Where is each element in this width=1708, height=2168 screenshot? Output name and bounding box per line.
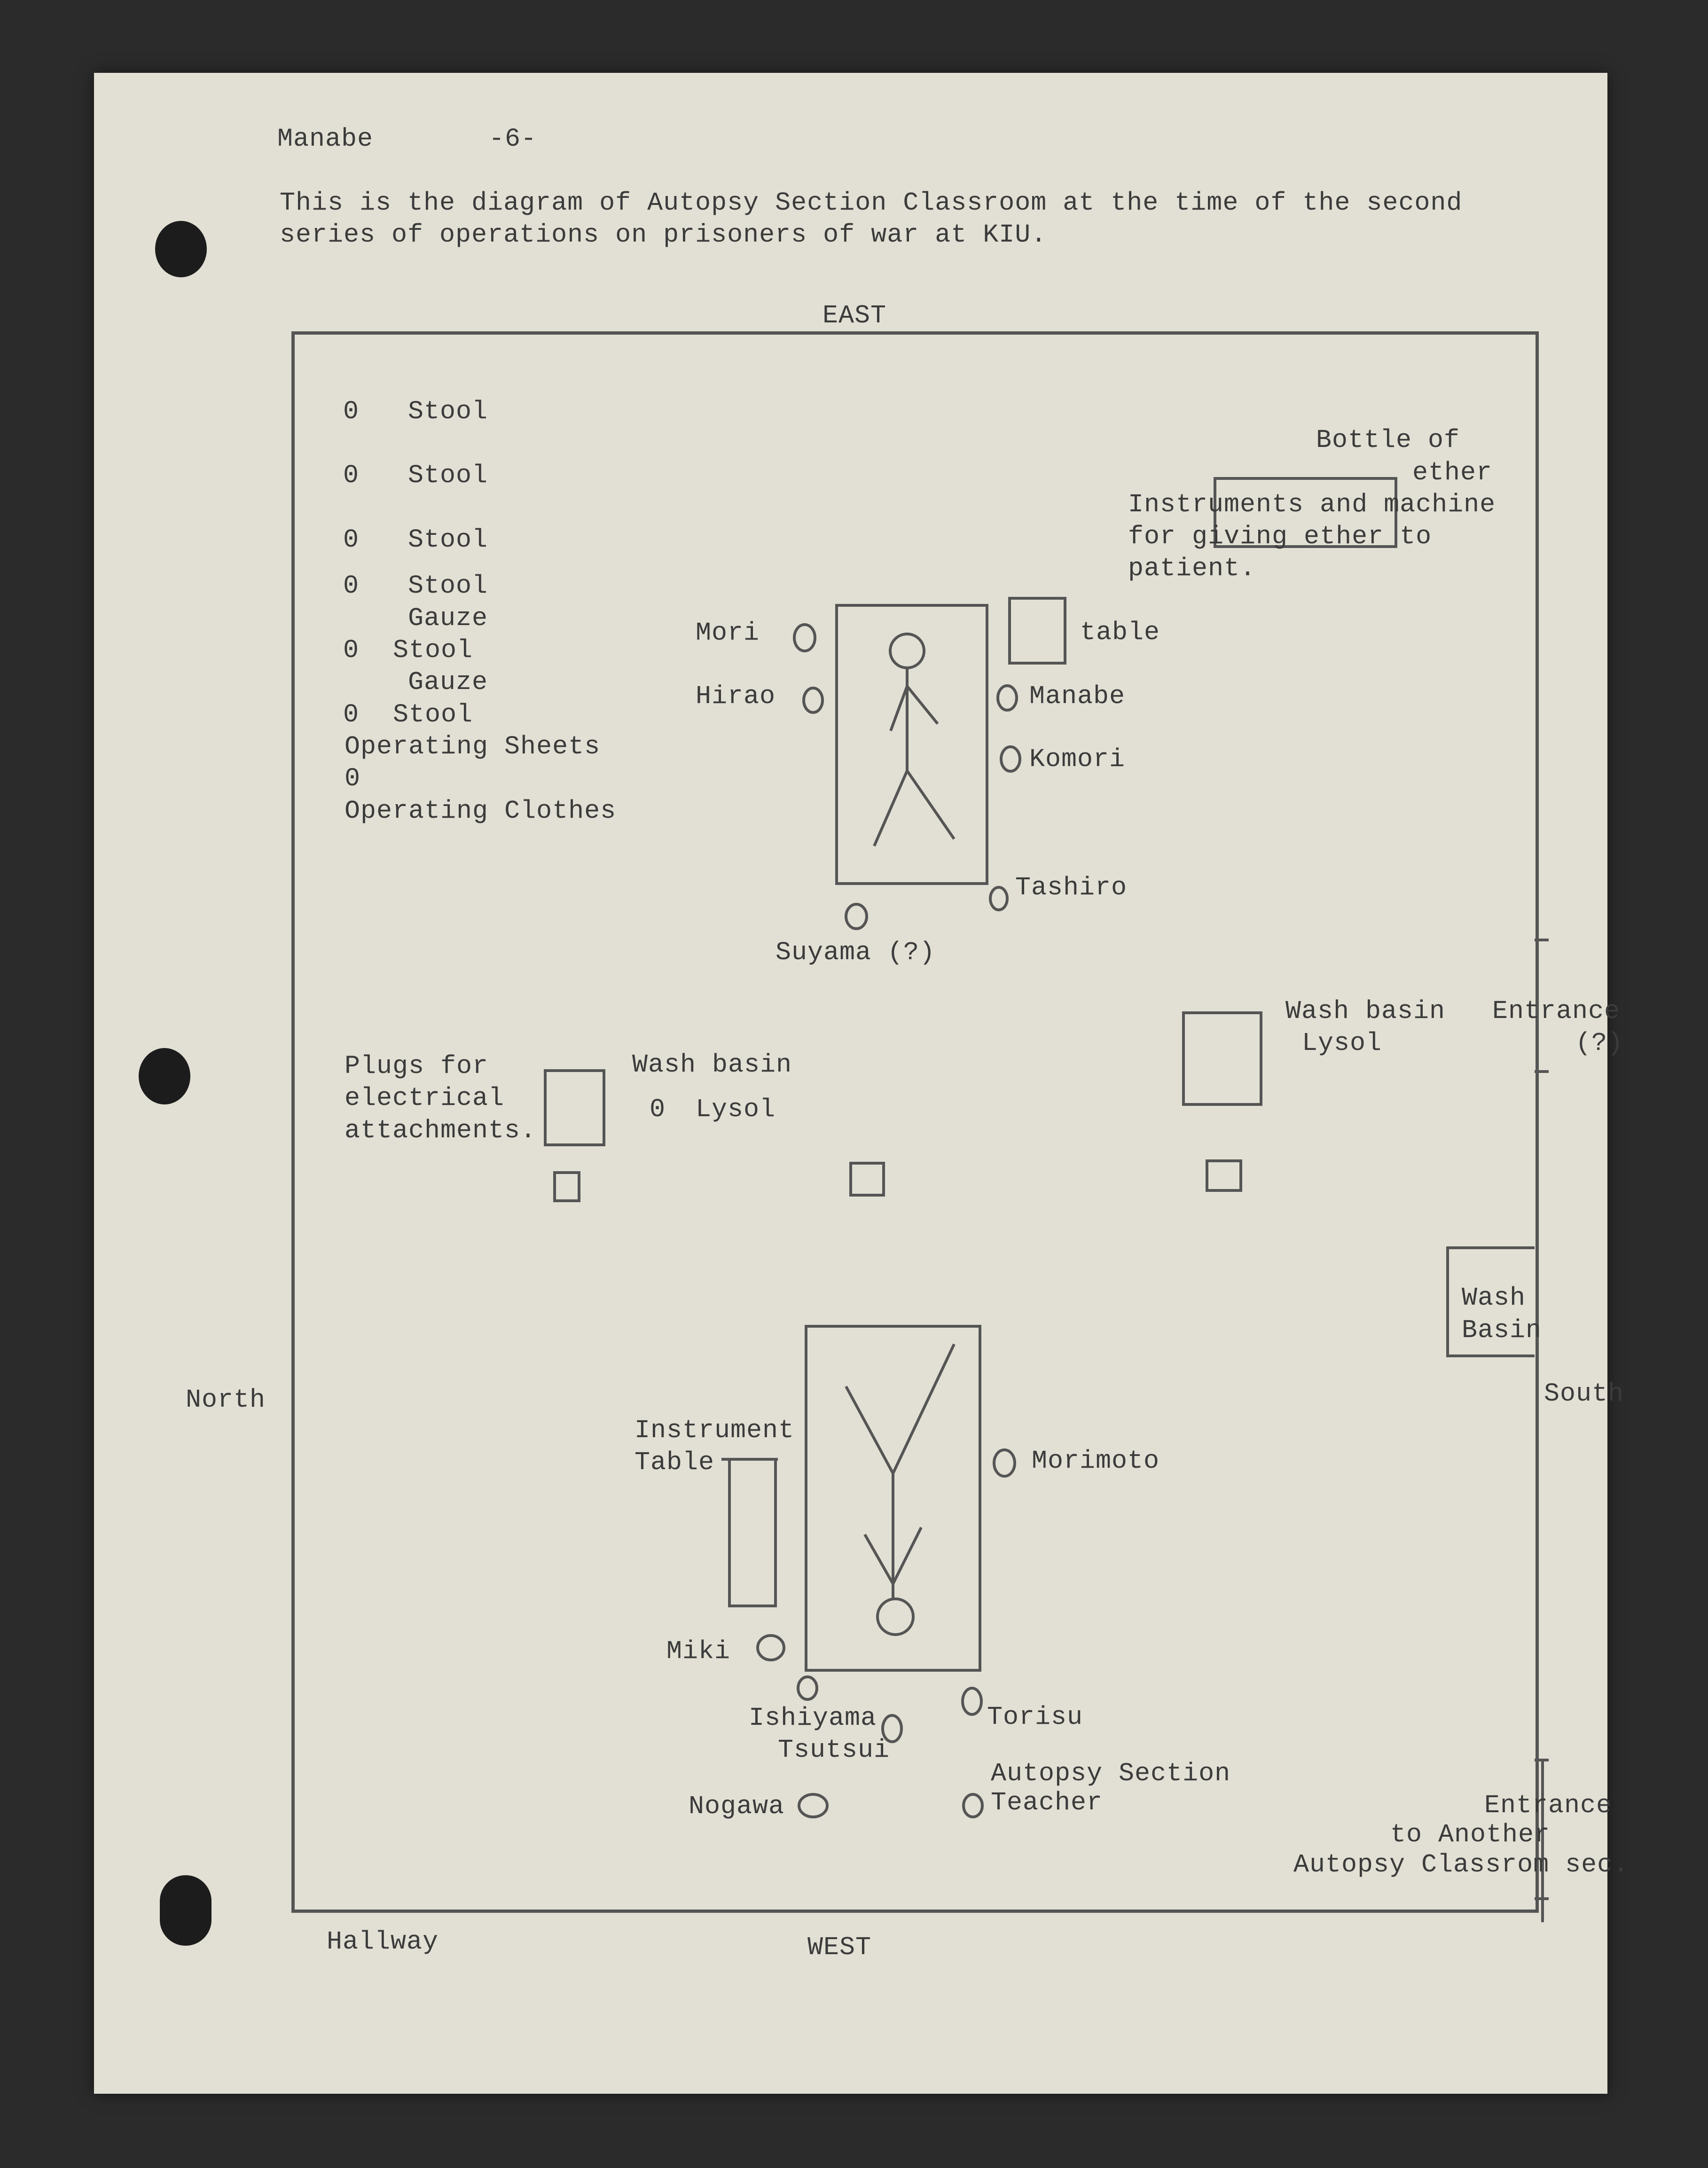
exit-label: Autopsy Classrom sec. bbox=[1293, 1850, 1630, 1879]
direction-north: North bbox=[186, 1385, 266, 1415]
direction-south: South bbox=[1544, 1379, 1624, 1409]
ether-instrument-label: patient. bbox=[1128, 554, 1256, 583]
header-name: Manabe bbox=[277, 124, 374, 154]
small-square bbox=[849, 1162, 885, 1197]
stool-label: Stool bbox=[408, 525, 488, 555]
small-table bbox=[1008, 597, 1066, 665]
person-name: Torisu bbox=[987, 1702, 1083, 1732]
stool-label: Stool bbox=[408, 461, 488, 490]
document-page bbox=[94, 73, 1607, 2094]
small-square bbox=[553, 1171, 580, 1202]
person-name: Nogawa bbox=[689, 1792, 785, 1821]
instrument-table-label: Instrument bbox=[635, 1416, 795, 1445]
stool-mark: 0 bbox=[343, 525, 360, 555]
supply-mark: 0 bbox=[345, 764, 361, 793]
direction-east: EAST bbox=[823, 301, 887, 330]
stool-mark: 0 bbox=[343, 635, 360, 665]
ether-bottle-label: Bottle of bbox=[1316, 425, 1460, 455]
person-name: Manabe bbox=[1029, 681, 1126, 711]
stool-label: Stool bbox=[408, 571, 488, 601]
plugs-label: Plugs for bbox=[345, 1051, 489, 1081]
ether-bottle-label: ether bbox=[1412, 458, 1493, 487]
room-outline bbox=[291, 331, 1539, 1913]
punch-hole bbox=[139, 1048, 190, 1104]
person-name: Tsutsui bbox=[778, 1735, 890, 1765]
intro-line: series of operations on prisoners of war… bbox=[280, 220, 1047, 250]
entrance-label: (?) bbox=[1575, 1028, 1624, 1058]
instrument-table bbox=[728, 1458, 777, 1607]
lysol-label: Lysol bbox=[696, 1095, 776, 1124]
stool-mark: 0 bbox=[343, 571, 360, 601]
person-name: Miki bbox=[666, 1636, 731, 1666]
wash-basin-box bbox=[1182, 1011, 1262, 1106]
stool-label: Stool bbox=[408, 397, 488, 426]
intro-line: This is the diagram of Autopsy Section C… bbox=[280, 188, 1463, 218]
plugs-box bbox=[544, 1069, 605, 1146]
wash-basin-label: Wash basin bbox=[632, 1050, 792, 1080]
clothes-label: Operating Clothes bbox=[345, 796, 617, 826]
side-wash-basin-box bbox=[1446, 1246, 1535, 1357]
punch-hole bbox=[160, 1875, 212, 1946]
stool-label: Stool bbox=[393, 700, 473, 729]
small-square bbox=[1206, 1159, 1242, 1192]
sheets-label: Operating Sheets bbox=[345, 732, 601, 761]
patient-head bbox=[889, 633, 925, 669]
person-name: Morimoto bbox=[1032, 1446, 1160, 1476]
operating-table-bottom bbox=[805, 1325, 981, 1672]
stool-label: Stool bbox=[393, 635, 473, 665]
person-name: Mori bbox=[696, 618, 760, 648]
entrance-label: Entrance bbox=[1492, 996, 1621, 1026]
ether-instrument-label: for giving ether to bbox=[1128, 522, 1432, 551]
punch-hole bbox=[155, 221, 207, 277]
plugs-label: electrical bbox=[345, 1083, 505, 1113]
person-name: Hirao bbox=[696, 681, 776, 711]
exit-label: to Another bbox=[1390, 1820, 1551, 1849]
page-number: -6- bbox=[489, 124, 537, 154]
side-wash-basin-label: Wash bbox=[1462, 1283, 1526, 1313]
direction-west: WEST bbox=[807, 1933, 872, 1962]
person-name: Suyama (?) bbox=[776, 938, 936, 967]
person-name: Komori bbox=[1029, 744, 1126, 774]
stool-mark: 0 bbox=[343, 397, 360, 426]
ether-box bbox=[1214, 477, 1397, 548]
exit-label: Entrance bbox=[1484, 1791, 1613, 1820]
instrument-table-label: Table bbox=[635, 1448, 715, 1477]
operating-table-top bbox=[835, 604, 988, 885]
person-name: Ishiyama bbox=[749, 1703, 877, 1733]
gauze-label: Gauze bbox=[408, 667, 488, 697]
person-name: Tashiro bbox=[1015, 873, 1128, 902]
teacher-label: Teacher bbox=[991, 1788, 1103, 1817]
hallway-label: Hallway bbox=[327, 1927, 439, 1957]
gauze-label: Gauze bbox=[408, 603, 488, 633]
lysol-label: Lysol bbox=[1302, 1028, 1382, 1058]
stool-mark: 0 bbox=[343, 700, 360, 729]
patient-head bbox=[876, 1597, 915, 1636]
table-label: table bbox=[1080, 618, 1160, 647]
teacher-label: Autopsy Section bbox=[991, 1759, 1231, 1788]
stool-mark: 0 bbox=[343, 461, 360, 490]
plugs-label: attachments. bbox=[345, 1116, 537, 1145]
wash-basin-label: Wash basin bbox=[1285, 996, 1446, 1026]
ether-instrument-label: Instruments and machine bbox=[1128, 490, 1496, 519]
wash-basin-mark: 0 bbox=[650, 1095, 666, 1124]
side-wash-basin-label: Basin bbox=[1462, 1315, 1542, 1345]
